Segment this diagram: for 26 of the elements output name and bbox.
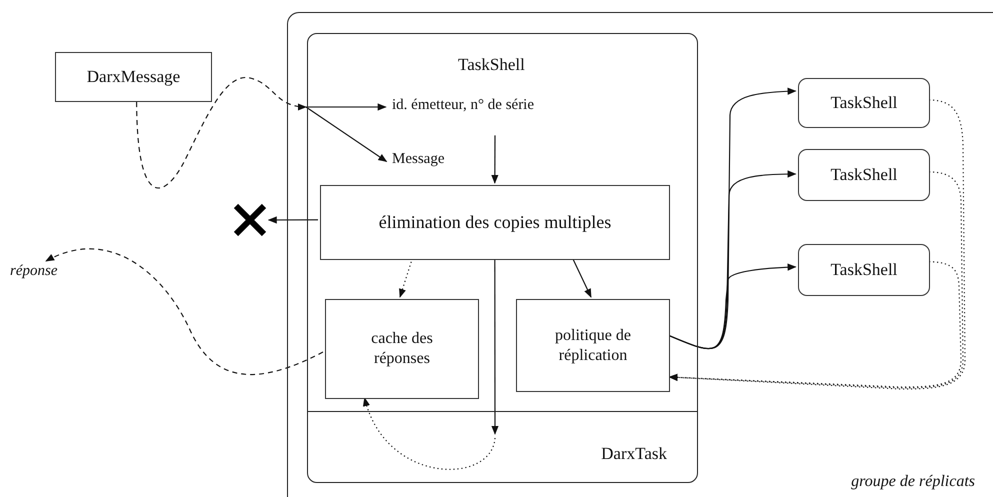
group-label: groupe de réplicats (851, 473, 975, 491)
text-label: réponse (10, 262, 58, 280)
arrow (364, 397, 496, 470)
group-frame (287, 12, 993, 497)
arrow (306, 106, 388, 162)
arrow (136, 77, 307, 188)
component-frame (307, 33, 698, 483)
process-box: DarxMessage (55, 52, 212, 102)
arrow (45, 248, 324, 375)
arrow (491, 258, 499, 435)
rounded-box: TaskShell (798, 244, 930, 296)
component-label: DarxTask (601, 444, 667, 464)
cross-mark (233, 203, 267, 237)
process-box: cache des réponses (325, 299, 479, 399)
component-title: TaskShell (458, 55, 525, 75)
arrow (572, 258, 592, 298)
rounded-box: TaskShell (798, 149, 930, 201)
arrow (306, 103, 387, 111)
arrow (491, 135, 498, 184)
arrow (668, 261, 962, 388)
rounded-box: TaskShell (798, 78, 930, 128)
text-label: id. émetteur, n° de série (392, 96, 534, 114)
process-box: élimination des copies multiples (320, 185, 670, 260)
text-label: Message (392, 150, 444, 168)
process-box: politique de réplication (516, 299, 670, 392)
arrow (268, 216, 318, 224)
